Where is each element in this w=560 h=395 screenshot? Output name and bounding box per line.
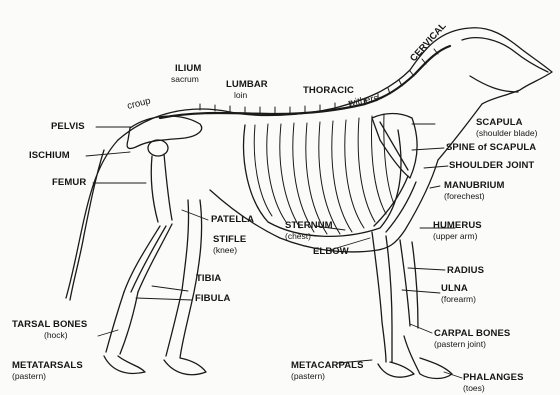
ribs [254,114,394,234]
stifle-label: STIFLE (knee) [213,235,246,255]
phalanges-label: PHALANGES (toes) [463,373,524,393]
sternum-label: STERNUM (chest) [285,221,333,241]
spine-of-scapula-label: SPINE of SCAPULA [446,143,536,153]
femur-label: FEMUR [52,178,86,188]
humerus-label: HUMERUS (upper arm) [433,221,482,241]
metatarsals-label: METATARSALS (pastern) [12,361,83,381]
ilium-label: ILIUM sacrum [175,64,201,84]
pelvis-bone [127,116,202,148]
tail-outline [66,140,118,300]
patella-label: PATELLA [211,215,254,225]
chest-outline [378,160,438,250]
hip-joint [148,140,168,156]
elbow-label: ELBOW [313,247,349,257]
tibia-bone [124,224,172,292]
carpal-label: CARPAL BONES (pastern joint) [434,329,510,349]
ulna-label: ULNA (forearm) [441,284,476,304]
shoulder-joint-label: SHOULDER JOINT [449,161,534,171]
foreleg-bones [372,232,418,362]
manubrium-label: MANUBRIUM (forechest) [444,181,505,201]
cervical-label: CERVICAL [408,21,449,64]
tibia-label: TIBIA [196,274,221,284]
metacarpals-label: METACARPALS (pastern) [291,361,364,381]
radius-label: RADIUS [447,266,484,276]
scapula-label: SCAPULA (shoulder blade) [476,118,537,138]
pelvis-label: PELVIS [51,122,85,132]
lumbar-label: LUMBAR loin [226,80,268,100]
thoracic-label: THORACIC [303,86,354,96]
croup-label: croup [126,95,152,111]
femur-bone [151,154,172,222]
tarsal-label: TARSAL BONES (hock) [12,320,87,340]
ischium-label: ISCHIUM [29,151,70,161]
fibula-label: FIBULA [195,294,230,304]
